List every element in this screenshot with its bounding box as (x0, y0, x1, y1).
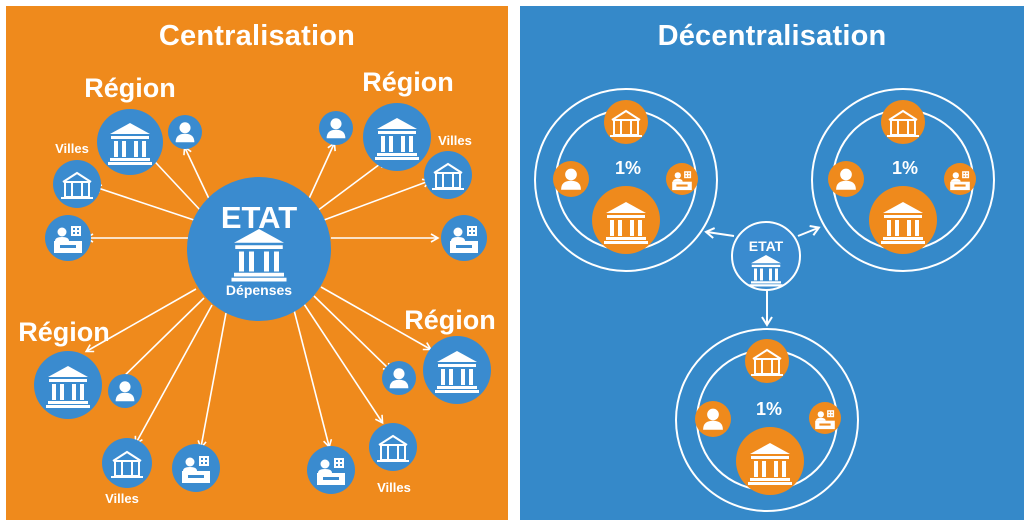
ville-node-top-left (53, 160, 101, 208)
decentralisation-panel: Décentralisation (520, 6, 1024, 520)
ville-node-top-right (424, 151, 472, 199)
person-node-top-right (319, 111, 353, 145)
etat-title-decentral: ETAT (749, 238, 784, 254)
ville-node-bottom-left (102, 438, 152, 488)
region-node-bottom-right (423, 336, 491, 404)
cashier-node-bottom (809, 402, 841, 434)
villes-label-top-left: Villes (55, 141, 89, 156)
region-label-bottom-right: Région (404, 305, 496, 335)
decentral-arrows (704, 224, 821, 327)
region-label-top-left: Région (84, 73, 176, 103)
region-node-bottom-left (34, 351, 102, 419)
region-node-left (592, 186, 660, 254)
centralisation-panel: Centralisation (6, 6, 508, 520)
villes-label-top-right: Villes (438, 133, 472, 148)
person-node-bottom (695, 401, 731, 437)
decentralisation-title: Décentralisation (657, 20, 887, 52)
local-cluster-bottom: 1% (675, 328, 859, 512)
centralisation-title: Centralisation (158, 20, 356, 52)
cashier-node-left (666, 163, 698, 195)
region-node-bottom (736, 427, 804, 495)
region-label-top-right: Région (362, 67, 454, 97)
share-label-left: 1% (615, 158, 641, 178)
cashier-node-top-right (441, 215, 487, 261)
cashier-node-bottom-right (307, 446, 355, 494)
etat-node: ETAT Dépenses (187, 177, 331, 321)
etat-caption: Dépenses (226, 282, 292, 298)
villes-label-bottom-right: Villes (377, 480, 411, 495)
region-label-bottom-left: Région (18, 317, 110, 347)
decentralisation-diagram: ETAT 1% (534, 88, 995, 512)
person-node-bottom-left (108, 374, 142, 408)
local-cluster-left: 1% (534, 88, 718, 272)
person-node-top-left (168, 115, 202, 149)
distribution-arrows (84, 132, 440, 450)
person-node-right (828, 161, 864, 197)
town-node-bottom (745, 339, 789, 383)
etat-node-decentral: ETAT (731, 221, 801, 291)
region-node-top-left (97, 109, 163, 175)
share-label-right: 1% (892, 158, 918, 178)
town-node-right (881, 100, 925, 144)
villes-label-bottom-left: Villes (105, 491, 139, 506)
region-node-top-right (363, 103, 431, 171)
region-node-right (869, 186, 937, 254)
cashier-node-right (944, 163, 976, 195)
centralisation-diagram: ETAT Dépenses Région Villes Région (18, 67, 496, 506)
local-cluster-right: 1% (811, 88, 995, 272)
share-label-bottom: 1% (756, 399, 782, 419)
person-node-bottom-right (382, 361, 416, 395)
cashier-node-top-left (45, 215, 91, 261)
ville-node-bottom-right (369, 423, 417, 471)
person-node-left (553, 161, 589, 197)
cashier-node-bottom-left (172, 444, 220, 492)
town-node-left (604, 100, 648, 144)
